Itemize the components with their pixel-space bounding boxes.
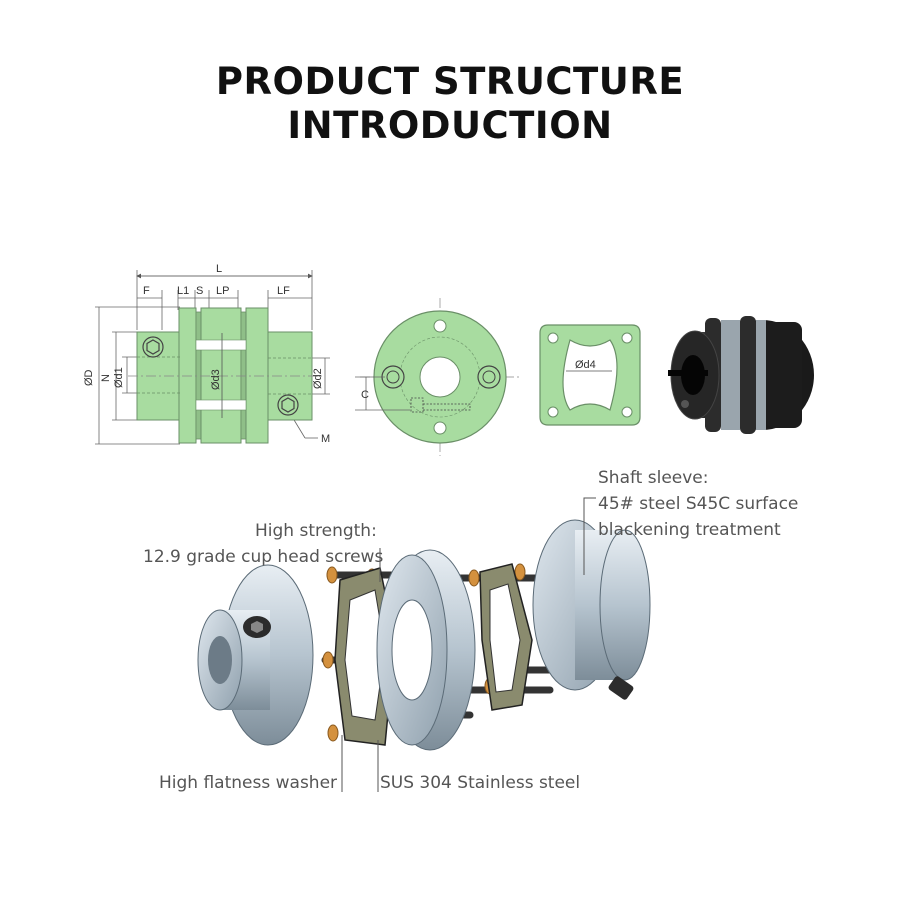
callout-screws-title: High strength: (255, 521, 377, 541)
dim-label-S: S (196, 285, 203, 297)
dim-label-M: M (321, 433, 330, 445)
callout-diaphragm: SUS 304 Stainless steel (380, 773, 581, 793)
side-view-drawing: L F L1 S LP LF ØD N Ød1 Ød3 Ød2 M (83, 263, 330, 445)
hex-socket-screw-icon (243, 616, 271, 638)
exploded-assembly (197, 519, 651, 751)
set-screw-icon (277, 394, 299, 416)
dim-label-C: C (361, 389, 369, 401)
set-screw-icon (142, 336, 164, 358)
front-view-drawing: C (355, 298, 520, 456)
callout-shaft-sleeve-line-3: blackening treatment (598, 520, 781, 540)
dim-label-d3: Ød3 (210, 369, 222, 390)
dim-label-d4: Ød4 (575, 359, 596, 371)
coupling-product-render (668, 316, 814, 434)
dim-label-d2: Ød2 (312, 368, 324, 389)
dim-label-F: F (143, 285, 150, 297)
screw-head-icon (381, 365, 405, 389)
page-title-line-1: PRODUCT STRUCTURE (215, 60, 685, 103)
dim-label-L: L (216, 263, 222, 275)
dim-label-D: ØD (83, 369, 95, 386)
screw-head-icon (477, 365, 501, 389)
callout-shaft-sleeve-line-2: 45# steel S45C surface (598, 494, 799, 514)
diaphragm-drawing: Ød4 (539, 324, 641, 426)
dim-label-N: N (100, 374, 112, 382)
callout-shaft-sleeve-title: Shaft sleeve: (598, 468, 709, 488)
callout-washer: High flatness washer (159, 773, 338, 793)
dim-label-LP: LP (216, 285, 229, 297)
dim-label-L1: L1 (177, 285, 189, 297)
page-title-line-2: INTRODUCTION (287, 104, 613, 147)
dim-label-d1: Ød1 (113, 367, 125, 388)
side-screw-icon (608, 676, 634, 700)
callout-leaders (341, 497, 596, 792)
dim-label-LF: LF (277, 285, 290, 297)
callout-screws-desc: 12.9 grade cup head screws (143, 547, 384, 567)
